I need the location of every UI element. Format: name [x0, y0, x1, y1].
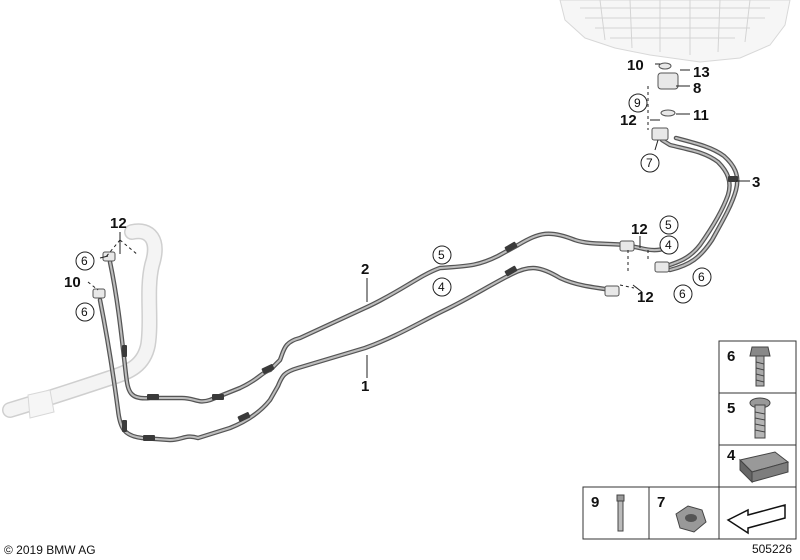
circled-callouts: 5 4 5 4 6 6 6 6 7 9: [75, 93, 712, 322]
svg-text:7: 7: [657, 494, 665, 511]
pipe-sleeves: [122, 176, 738, 441]
pipe-1: [97, 265, 615, 443]
plain-callouts: 1 2 3 8 10 10 11 12 12 12 12 13: [64, 57, 760, 395]
callout-6d: 6: [81, 305, 88, 319]
callout-4a: 4: [438, 280, 445, 294]
leader-lines: [87, 63, 750, 378]
callout-13: 13: [693, 64, 710, 81]
arrow-icon: [726, 504, 786, 535]
bolt-9-icon: [616, 494, 625, 532]
callout-12a: 12: [110, 215, 127, 232]
callout-12d: 12: [620, 112, 637, 129]
bolt-6-icon: [749, 346, 771, 387]
legend: 6 5 4 9 7: [582, 340, 797, 540]
connector-clips: [92, 62, 679, 299]
callout-9: 9: [634, 96, 641, 110]
callout-10a: 10: [627, 57, 644, 74]
callout-6a: 6: [698, 270, 705, 284]
svg-text:4: 4: [727, 447, 736, 464]
legend-box-9: [582, 486, 650, 540]
copyright-text: © 2019 BMW AG: [4, 543, 96, 557]
callout-5b: 5: [665, 218, 672, 232]
coolant-hose-ghost: [2, 223, 163, 419]
engine-block-ghost: [559, 0, 791, 63]
diagram-number: 505226: [751, 542, 792, 556]
svg-text:9: 9: [591, 494, 599, 511]
clip-4-icon: [739, 451, 790, 484]
callout-10b: 10: [64, 274, 81, 291]
pipe-2: [107, 231, 678, 404]
pipe-3: [657, 135, 740, 273]
svg-text:5: 5: [727, 400, 735, 417]
callout-1: 1: [361, 378, 369, 395]
callout-6c: 6: [81, 254, 88, 268]
nut-7-icon: [675, 505, 707, 533]
callout-2: 2: [361, 261, 369, 278]
callout-7: 7: [646, 156, 653, 170]
legend-box-7: [648, 486, 720, 540]
callout-5a: 5: [438, 248, 445, 262]
callout-12b: 12: [631, 221, 648, 238]
svg-text:6: 6: [727, 348, 735, 365]
bolt-5-icon: [749, 397, 771, 439]
callout-12c: 12: [637, 289, 654, 306]
callout-8: 8: [693, 80, 701, 97]
callout-6b: 6: [679, 287, 686, 301]
callout-3: 3: [752, 174, 760, 191]
callout-4b: 4: [665, 238, 672, 252]
callout-11: 11: [693, 107, 709, 124]
